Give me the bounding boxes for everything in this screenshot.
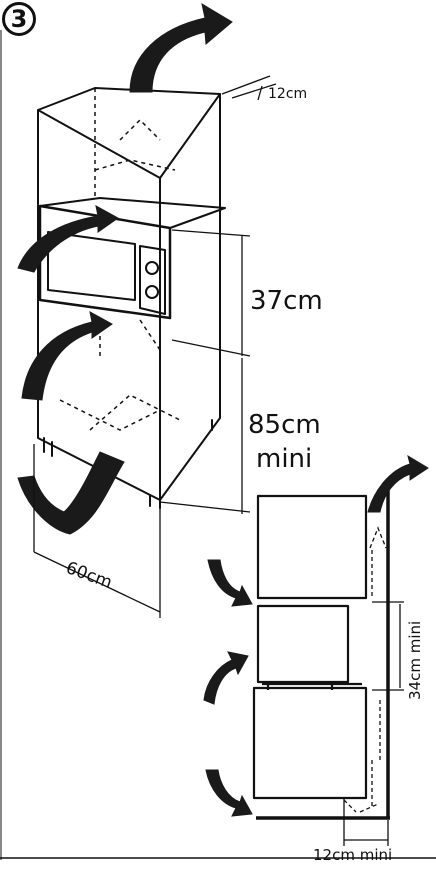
airflow-dashed-mid xyxy=(99,319,161,360)
section-lower-cabinet xyxy=(252,686,368,800)
microwave-window xyxy=(47,231,136,301)
cabinet-legs xyxy=(43,419,213,509)
dim-label-side-spacing: 34cm mini xyxy=(406,620,424,700)
dim-line-60cm xyxy=(33,444,161,618)
dim-line-37cm xyxy=(171,229,251,357)
cabinet-top-outline xyxy=(37,87,221,111)
microwave-outline xyxy=(38,204,172,320)
dim-label-lower-height: 85cm xyxy=(248,410,321,440)
section-arrow-inlet-lower xyxy=(205,769,253,817)
section-microwave xyxy=(256,604,350,684)
section-arrow-inlet-upper xyxy=(207,559,253,607)
airflow-dashed-bottom xyxy=(59,394,181,431)
dim-line-34cm xyxy=(372,601,404,691)
section-airflow-dashed xyxy=(343,526,387,813)
airflow-dashed-top xyxy=(94,88,176,200)
airflow-arrow-bottom xyxy=(17,451,125,535)
dim-label-top-clearance: 12cm xyxy=(268,86,308,102)
airflow-arrow-microwave xyxy=(17,205,119,273)
dim-label-rear-clearance: 12cm mini xyxy=(313,846,393,864)
dim-label-lower-height-mini: mini xyxy=(256,444,313,474)
microwave-top-edge xyxy=(39,197,226,229)
dim-line-12cm-top xyxy=(221,75,277,101)
section-arrow-inlet-middle xyxy=(203,651,249,705)
airflow-arrow-middle xyxy=(21,311,113,401)
cabinet-side-outline xyxy=(159,93,221,501)
dim-line-12cm-bottom xyxy=(343,798,389,846)
section-support-rail xyxy=(262,682,362,690)
airflow-arrow-top xyxy=(129,2,233,93)
dim-label-microwave-height: 37cm xyxy=(250,286,323,316)
microwave-dial-bottom xyxy=(145,285,159,299)
microwave-dial-top xyxy=(145,261,159,275)
microwave-control-panel xyxy=(139,245,166,315)
section-upper-cabinet xyxy=(256,494,368,600)
step-number-badge: 3 xyxy=(2,2,36,36)
section-arrow-top-exit xyxy=(367,454,429,513)
dim-line-85cm xyxy=(159,358,251,514)
cabinet-front-outline xyxy=(37,109,161,501)
